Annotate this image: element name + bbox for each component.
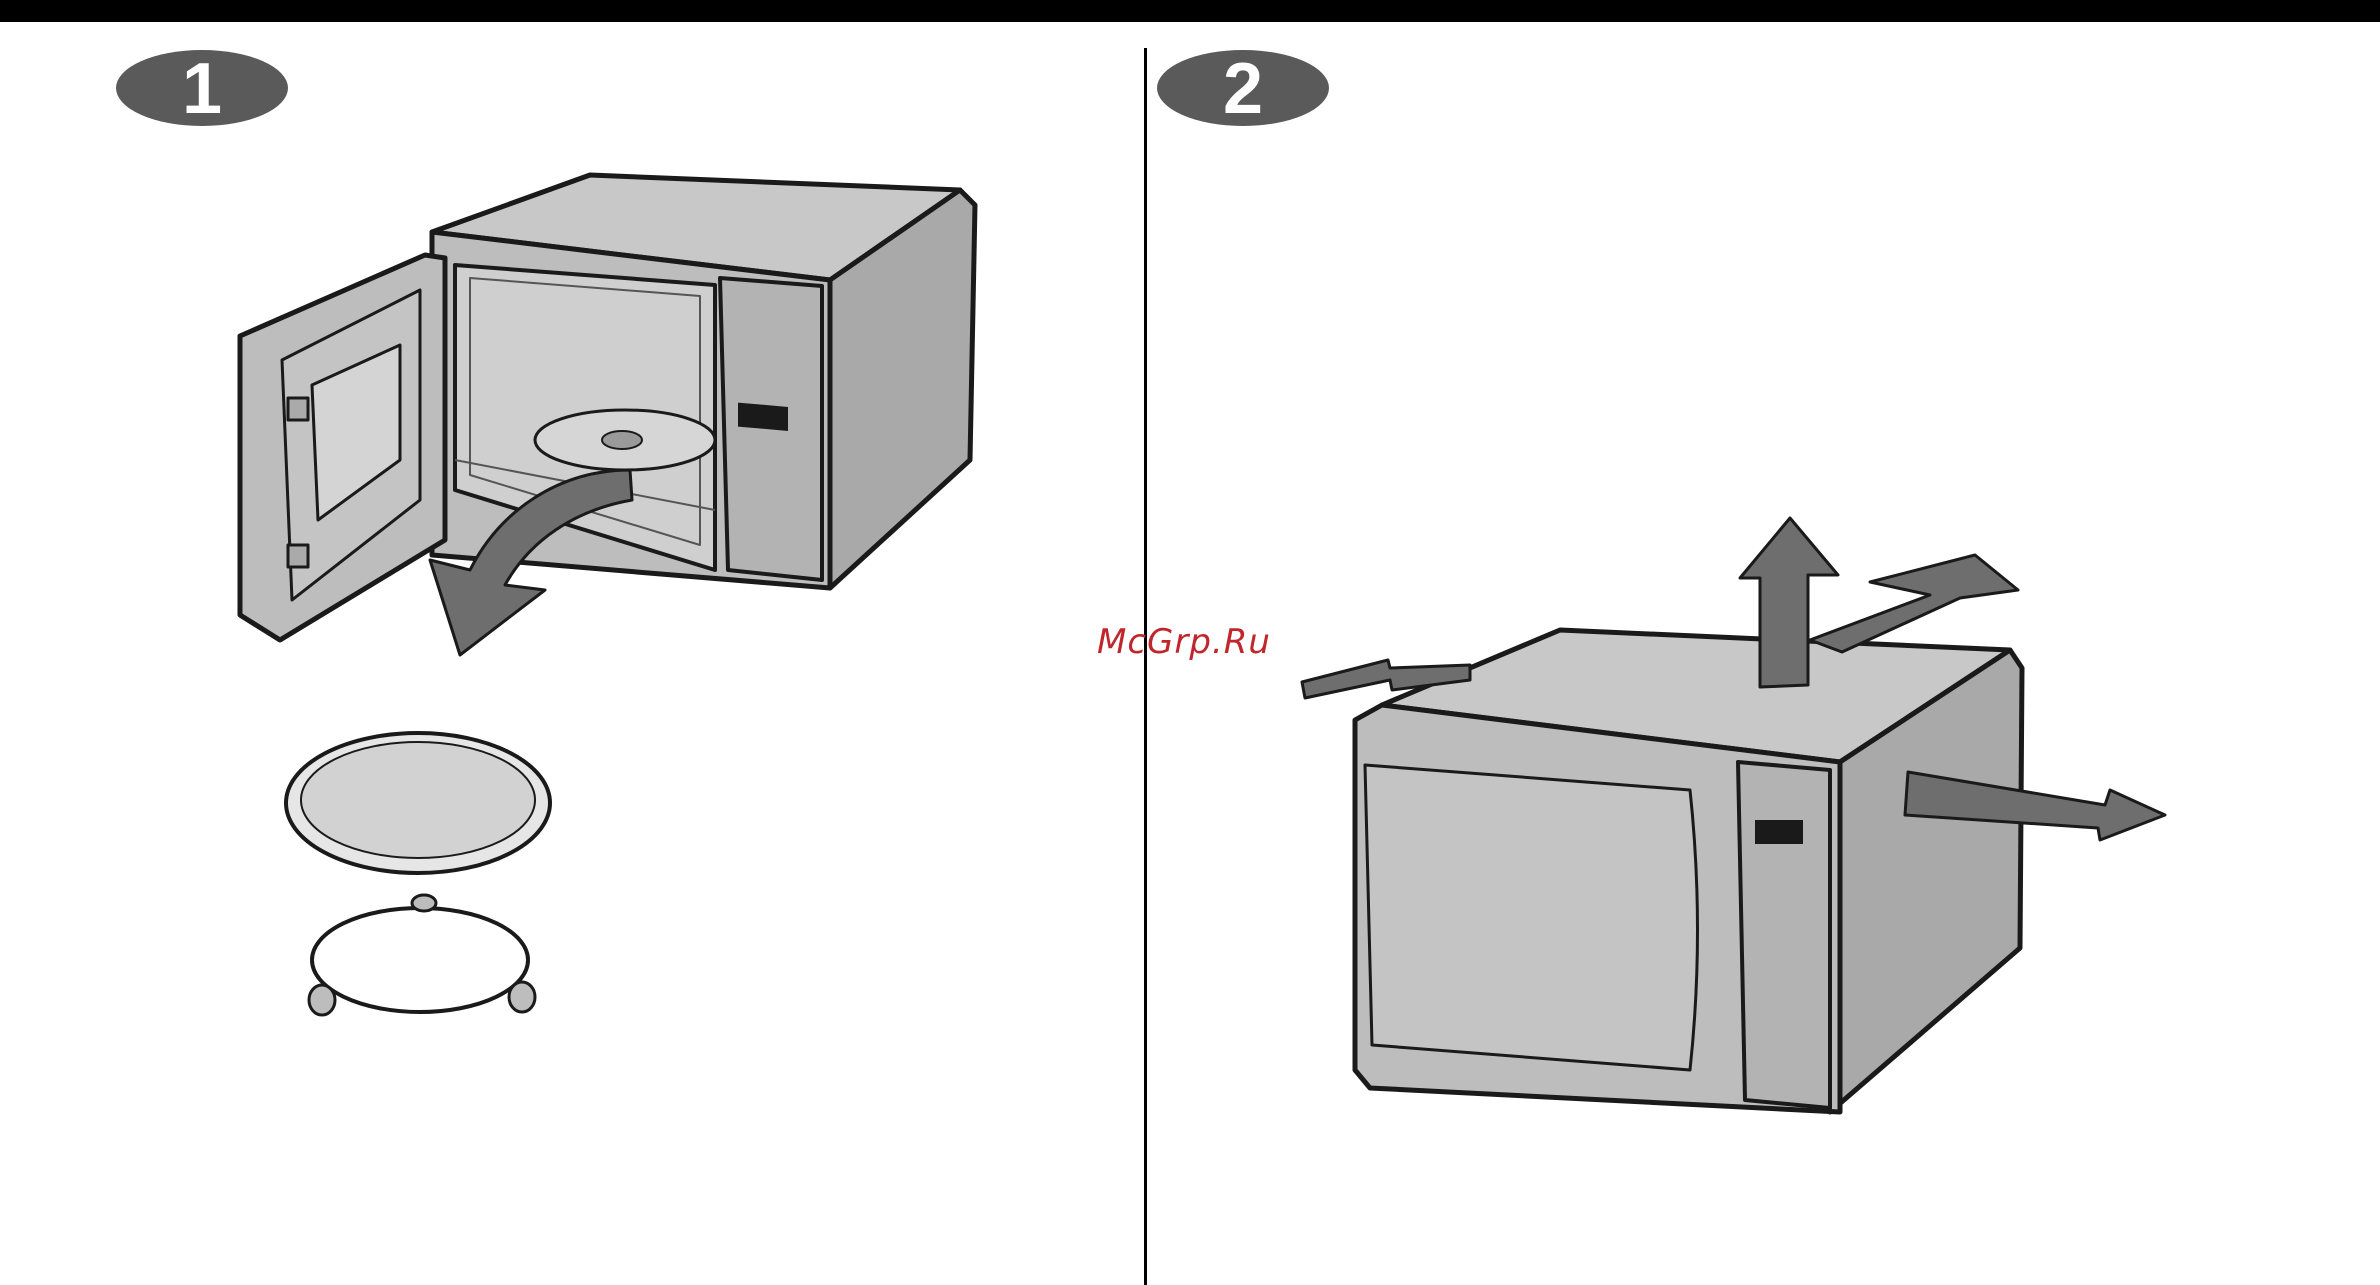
roller-ring <box>309 895 535 1015</box>
microwave-closed <box>1355 630 2022 1112</box>
step-2-badge: 2 <box>1157 49 1329 129</box>
watermark-text: McGrp.Ru <box>1097 622 1271 662</box>
step-2-number: 2 <box>1223 49 1263 129</box>
arrow-back-right-icon <box>1810 555 2018 652</box>
step-1-number: 1 <box>182 49 222 129</box>
glass-tray <box>286 733 550 873</box>
step-1-badge: 1 <box>116 49 288 129</box>
microwave-open-door <box>240 175 975 640</box>
